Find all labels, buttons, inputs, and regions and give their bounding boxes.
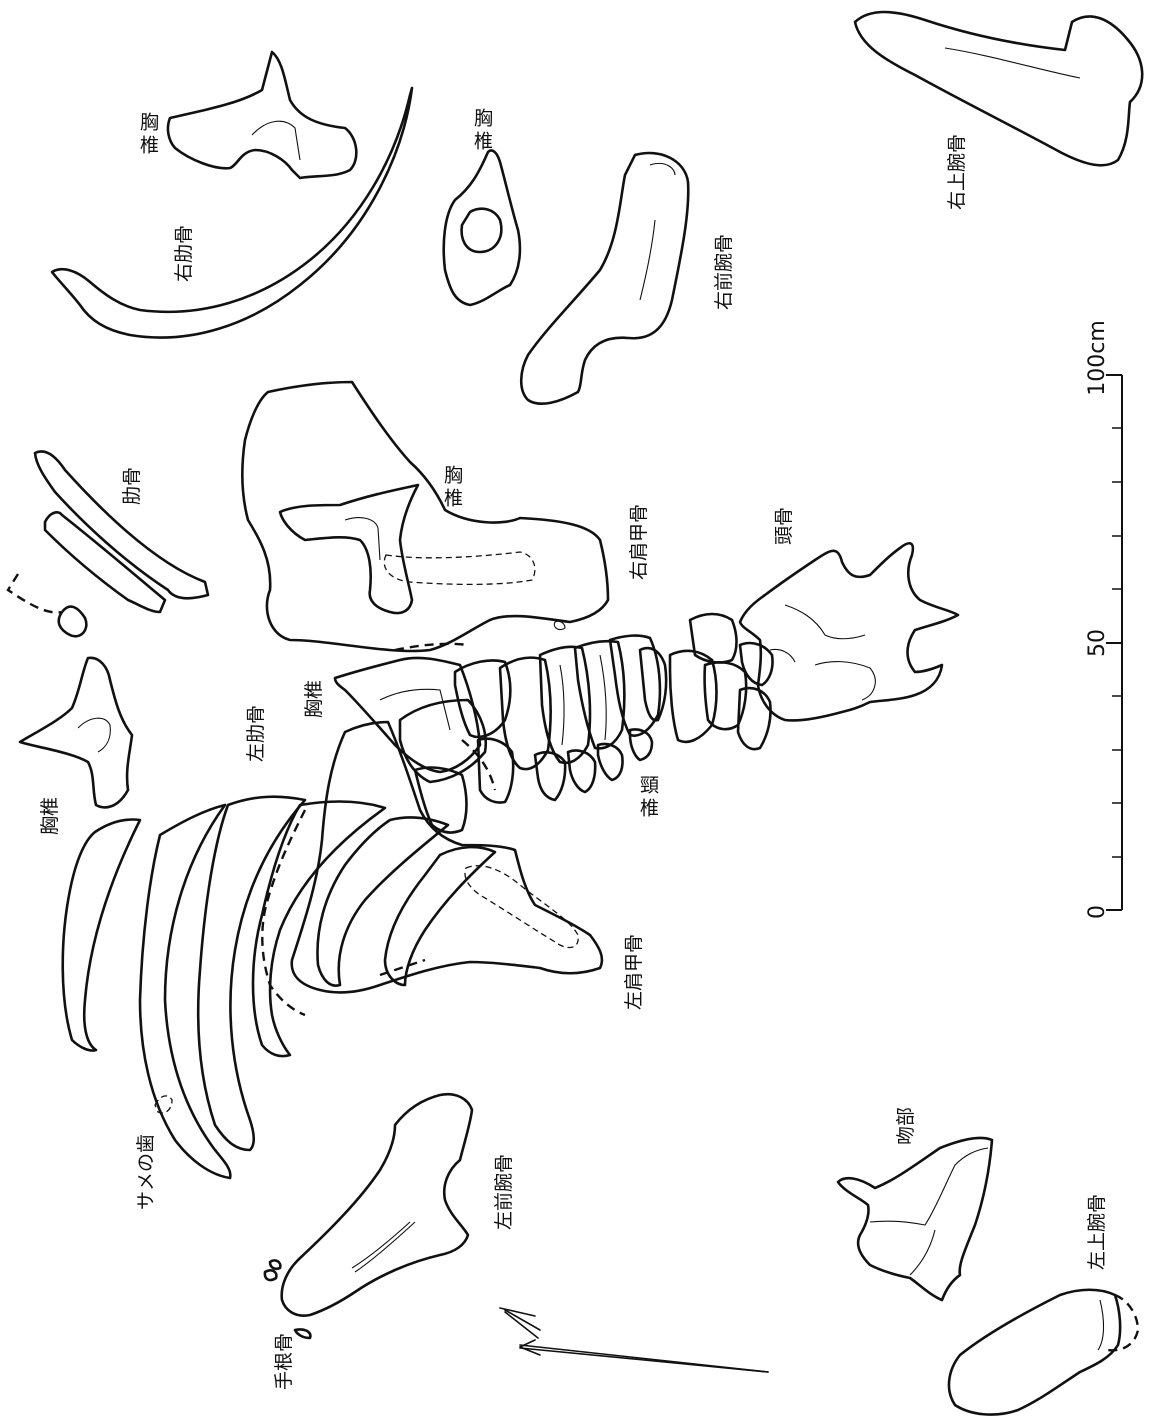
label-shark-tooth: サメの歯 [135,1134,157,1210]
thoracic-vertebra-top-left [168,52,356,178]
label-skull: 頭骨 [773,507,795,545]
left-ribs [63,797,495,1178]
scale-label-50: 50 [1085,629,1110,657]
label-thoracic-1: 胸椎 [137,112,159,158]
label-right-humerus: 右上腕骨 [946,134,968,210]
label-cervical: 頸椎 [637,775,659,821]
snout-bone [838,1138,992,1300]
label-right-rib: 右肋骨 [173,225,195,282]
thoracic-vertebra-top-middle [444,150,520,305]
skull-bone [740,543,958,720]
left-scapula-bone [292,722,602,992]
scale-bar: 0 50 100cm [1085,320,1122,919]
thoracic-vertebra-on-scapula [280,485,418,613]
rib-fragment-dashed [8,574,86,636]
left-humerus-bone [949,1290,1138,1415]
right-humerus-bone [855,12,1142,165]
label-snout: 吻部 [895,1107,917,1145]
right-forearm-bone [521,153,688,404]
label-left-forearm: 左前腕骨 [493,1154,515,1230]
cervical-vertebrae [670,614,773,749]
right-rib-bone [52,88,412,338]
right-scapula-bone [242,382,608,651]
thoracic-vertebra-left [20,658,132,808]
north-arrow-icon [500,1308,768,1372]
label-right-forearm: 右前腕骨 [713,234,735,310]
label-left-humerus: 左上腕骨 [1086,1194,1108,1270]
scale-label-100cm: 100cm [1085,320,1110,396]
label-right-scapula: 右肩甲骨 [628,504,650,580]
label-left-rib: 左肋骨 [245,705,267,762]
label-left-scapula: 左肩甲骨 [623,934,645,1010]
label-carpal: 手根骨 [273,1333,295,1390]
label-thoracic-4: 胸椎 [303,680,325,718]
left-forearm-bone [282,1094,472,1315]
label-rib: 肋骨 [121,467,143,505]
vertebral-column [335,636,666,833]
label-thoracic-2: 胸椎 [471,108,493,154]
scale-label-0: 0 [1085,905,1110,919]
label-thoracic-3: 胸椎 [441,465,463,511]
label-thoracic-5: 胸椎 [39,797,61,835]
